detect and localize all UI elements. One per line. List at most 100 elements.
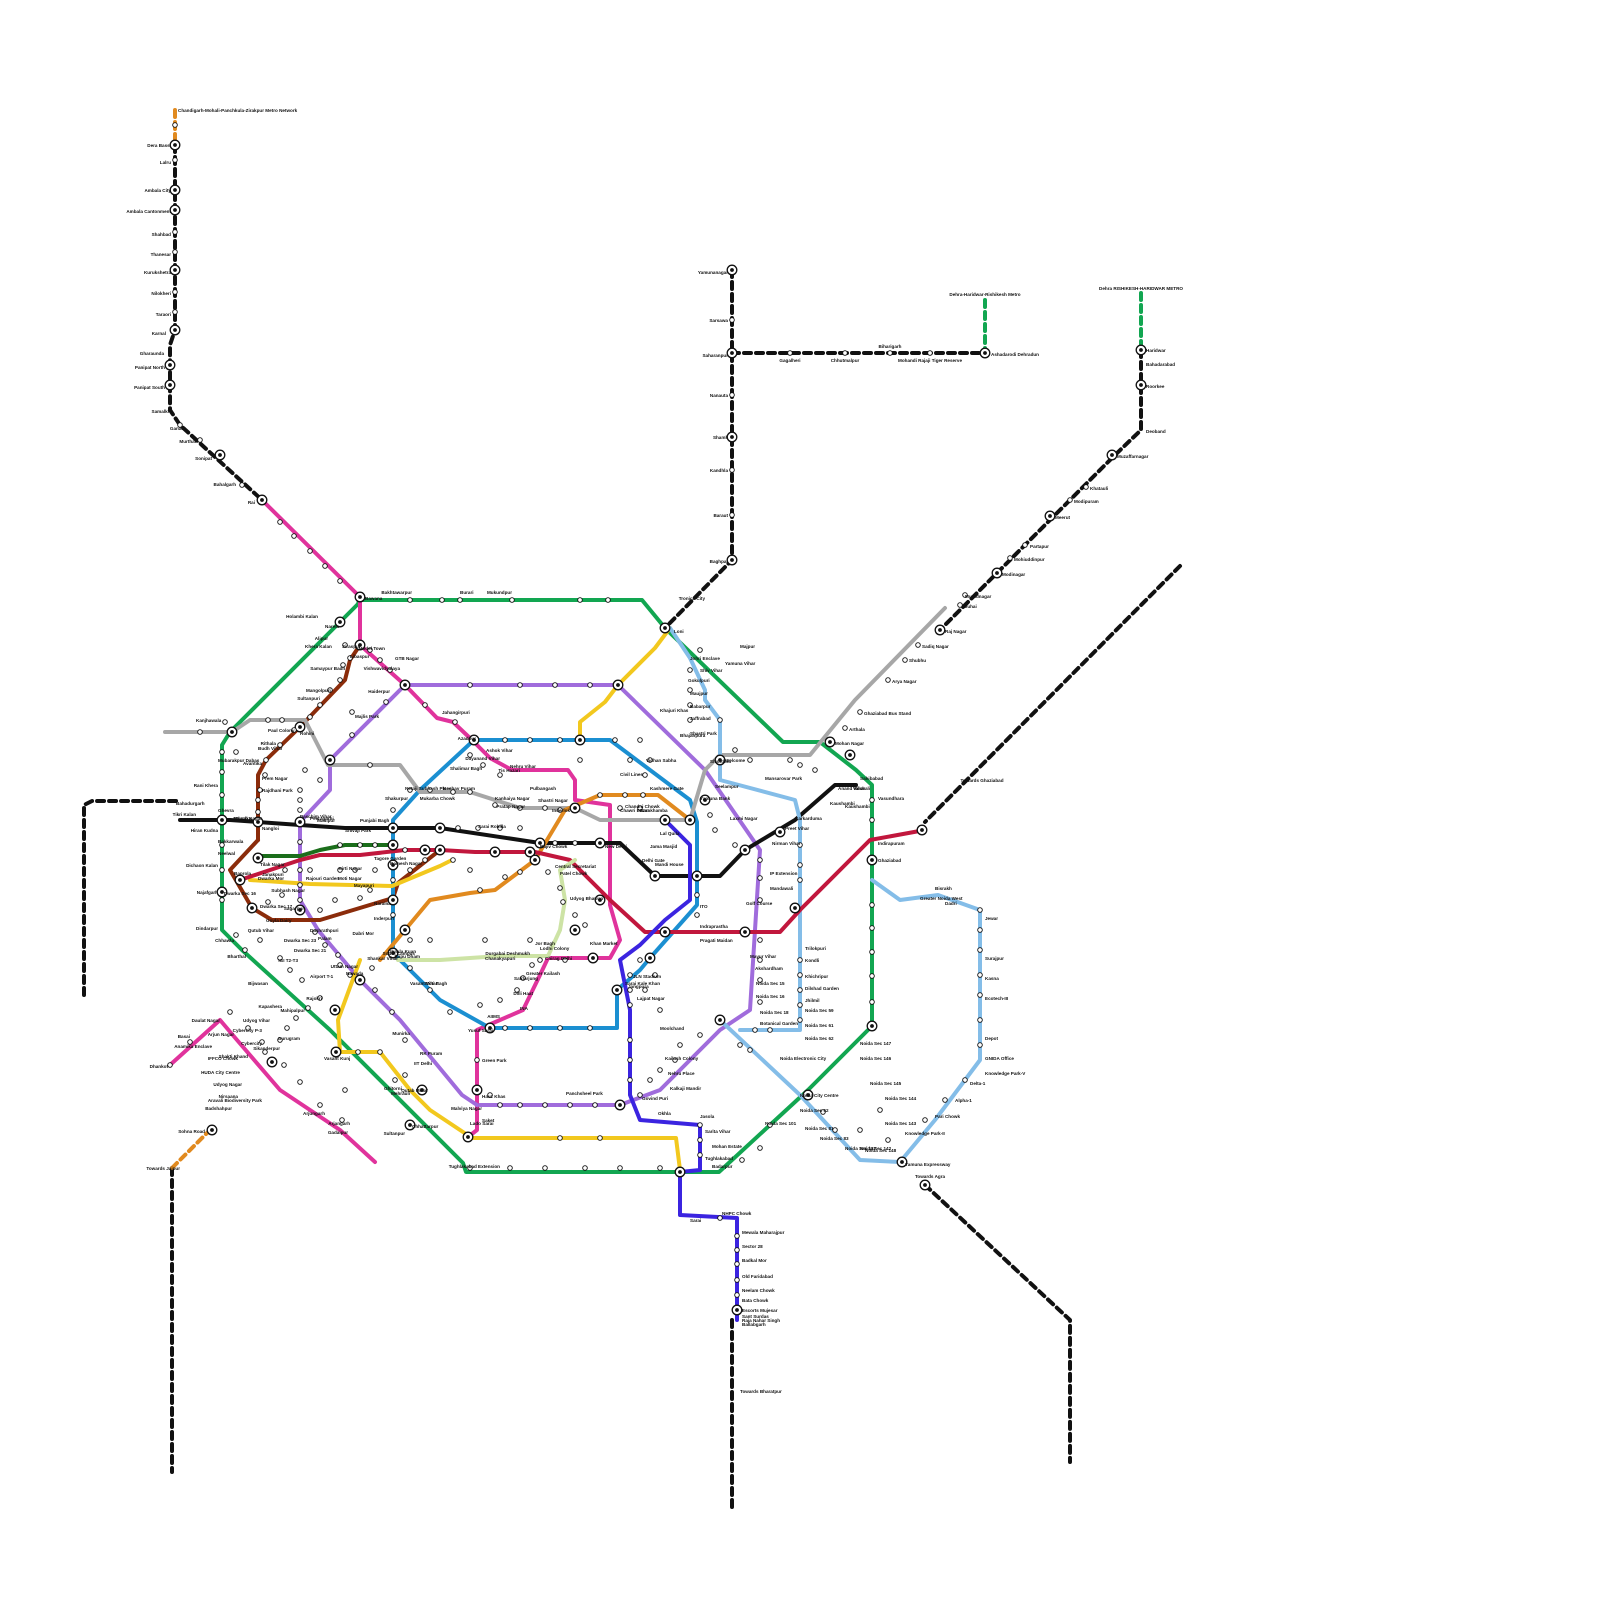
station-marker[interactable] bbox=[302, 767, 308, 773]
station-marker[interactable] bbox=[869, 902, 875, 908]
station-marker[interactable] bbox=[317, 995, 323, 1001]
station-marker[interactable] bbox=[737, 1042, 743, 1048]
station-marker[interactable] bbox=[572, 912, 578, 918]
station-marker[interactable] bbox=[407, 787, 413, 793]
station-marker[interactable] bbox=[467, 682, 473, 688]
station-marker[interactable] bbox=[337, 962, 343, 968]
station-marker[interactable] bbox=[177, 422, 183, 428]
station-marker[interactable] bbox=[407, 597, 413, 603]
station-marker[interactable] bbox=[557, 807, 563, 813]
station-marker[interactable] bbox=[734, 1292, 740, 1298]
station-marker[interactable] bbox=[407, 965, 413, 971]
station-marker[interactable] bbox=[255, 809, 261, 815]
station-marker[interactable] bbox=[297, 867, 303, 873]
station-marker[interactable] bbox=[545, 869, 551, 875]
station-marker[interactable] bbox=[172, 229, 178, 235]
station-marker[interactable] bbox=[697, 647, 703, 653]
station-marker[interactable] bbox=[233, 749, 239, 755]
station-marker[interactable] bbox=[322, 942, 328, 948]
station-marker[interactable] bbox=[812, 767, 818, 773]
station-marker[interactable] bbox=[367, 647, 373, 653]
station-marker[interactable] bbox=[455, 825, 461, 831]
station-marker[interactable] bbox=[377, 1049, 383, 1055]
station-marker[interactable] bbox=[367, 887, 373, 893]
station-marker[interactable] bbox=[869, 949, 875, 955]
station-marker[interactable] bbox=[297, 897, 303, 903]
station-marker[interactable] bbox=[390, 912, 396, 918]
station-marker[interactable] bbox=[842, 725, 848, 731]
station-marker[interactable] bbox=[219, 867, 225, 873]
station-marker[interactable] bbox=[279, 892, 285, 898]
station-marker[interactable] bbox=[597, 792, 603, 798]
station-marker[interactable] bbox=[647, 1077, 653, 1083]
station-marker[interactable] bbox=[497, 997, 503, 1003]
station-marker[interactable] bbox=[732, 747, 738, 753]
station-marker[interactable] bbox=[915, 642, 921, 648]
station-marker[interactable] bbox=[869, 925, 875, 931]
station-marker[interactable] bbox=[887, 350, 893, 356]
station-marker[interactable] bbox=[567, 1102, 573, 1108]
station-marker[interactable] bbox=[757, 857, 763, 863]
station-marker[interactable] bbox=[694, 912, 700, 918]
station-marker[interactable] bbox=[477, 887, 483, 893]
station-marker[interactable] bbox=[552, 682, 558, 688]
station-marker[interactable] bbox=[439, 597, 445, 603]
station-marker[interactable] bbox=[450, 857, 456, 863]
station-marker[interactable] bbox=[734, 1277, 740, 1283]
station-marker[interactable] bbox=[297, 1079, 303, 1085]
station-marker[interactable] bbox=[869, 797, 875, 803]
station-marker[interactable] bbox=[627, 972, 633, 978]
station-marker[interactable] bbox=[787, 757, 793, 763]
station-marker[interactable] bbox=[277, 955, 283, 961]
station-marker[interactable] bbox=[293, 1015, 299, 1021]
station-marker[interactable] bbox=[282, 867, 288, 873]
station-marker[interactable] bbox=[392, 1077, 398, 1083]
station-marker[interactable] bbox=[467, 752, 473, 758]
station-marker[interactable] bbox=[942, 1097, 948, 1103]
station-marker[interactable] bbox=[297, 797, 303, 803]
station-marker[interactable] bbox=[487, 1092, 493, 1098]
station-marker[interactable] bbox=[233, 932, 239, 938]
station-marker[interactable] bbox=[687, 687, 693, 693]
station-marker[interactable] bbox=[757, 1145, 763, 1151]
station-marker[interactable] bbox=[529, 962, 535, 968]
station-marker[interactable] bbox=[582, 1165, 588, 1171]
station-marker[interactable] bbox=[517, 825, 523, 831]
station-marker[interactable] bbox=[707, 812, 713, 818]
station-marker[interactable] bbox=[977, 947, 983, 953]
station-marker[interactable] bbox=[627, 1037, 633, 1043]
station-marker[interactable] bbox=[477, 1002, 483, 1008]
station-marker[interactable] bbox=[642, 987, 648, 993]
station-marker[interactable] bbox=[347, 655, 353, 661]
station-marker[interactable] bbox=[542, 805, 548, 811]
station-marker[interactable] bbox=[497, 825, 503, 831]
station-marker[interactable] bbox=[502, 737, 508, 743]
station-marker[interactable] bbox=[297, 807, 303, 813]
station-marker[interactable] bbox=[265, 899, 271, 905]
station-marker[interactable] bbox=[339, 1117, 345, 1123]
station-marker[interactable] bbox=[857, 709, 863, 715]
station-marker[interactable] bbox=[527, 737, 533, 743]
station-marker[interactable] bbox=[977, 1017, 983, 1023]
station-marker[interactable] bbox=[877, 1107, 883, 1113]
station-marker[interactable] bbox=[729, 467, 735, 473]
station-marker[interactable] bbox=[482, 937, 488, 943]
station-marker[interactable] bbox=[222, 719, 228, 725]
station-marker[interactable] bbox=[337, 842, 343, 848]
station-marker[interactable] bbox=[557, 1025, 563, 1031]
station-marker[interactable] bbox=[467, 867, 473, 873]
station-marker[interactable] bbox=[729, 317, 735, 323]
station-marker[interactable] bbox=[732, 842, 738, 848]
station-marker[interactable] bbox=[219, 842, 225, 848]
station-marker[interactable] bbox=[390, 877, 396, 883]
station-marker[interactable] bbox=[307, 714, 313, 720]
station-marker[interactable] bbox=[317, 777, 323, 783]
station-marker[interactable] bbox=[291, 533, 297, 539]
station-marker[interactable] bbox=[277, 1037, 283, 1043]
station-marker[interactable] bbox=[172, 309, 178, 315]
station-marker[interactable] bbox=[797, 1017, 803, 1023]
station-marker[interactable] bbox=[640, 792, 646, 798]
station-marker[interactable] bbox=[263, 757, 269, 763]
station-marker[interactable] bbox=[402, 1072, 408, 1078]
station-marker[interactable] bbox=[197, 729, 203, 735]
